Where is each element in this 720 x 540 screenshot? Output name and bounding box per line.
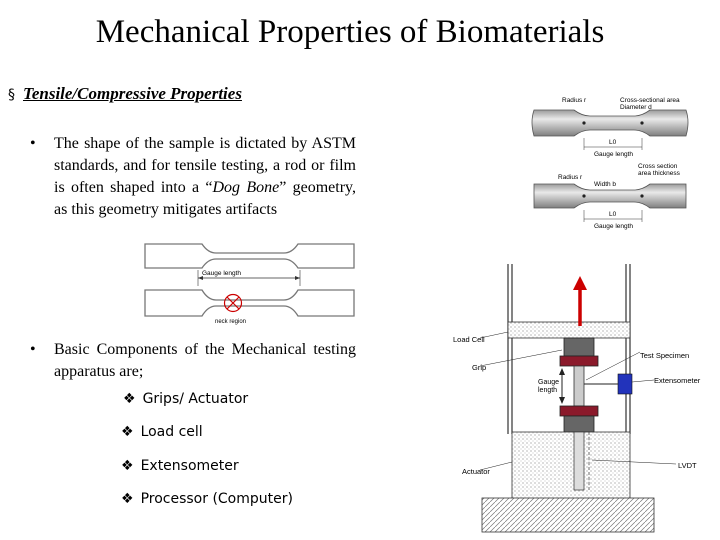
section-title: Tensile/Compressive Properties	[23, 84, 242, 103]
diamond-bullet-icon: ❖	[121, 424, 134, 440]
test-specimen-label: Test Specimen	[640, 351, 689, 360]
actuator-label: Actuator	[462, 467, 490, 476]
bullet-components: • Basic Components of the Mechanical tes…	[30, 339, 356, 383]
width-label: Width b	[594, 181, 616, 188]
gauge-length-label: Gauge length	[202, 270, 241, 277]
l0-label: L0	[609, 139, 617, 146]
gauge-label: Gauge	[538, 379, 559, 386]
bullet-text-start: The shape of the sample is dictated by A…	[54, 135, 356, 196]
testing-apparatus-diagram: Load Cell Grip Test Specimen Gauge lengt…	[453, 264, 701, 533]
bullet-text-italic: Dog Bone	[212, 179, 280, 196]
length-label: length	[538, 387, 557, 394]
lvdt-label: LVDT	[678, 461, 697, 470]
section-bullet: §	[8, 87, 15, 103]
bullet-dog-bone: • The shape of the sample is dictated by…	[30, 133, 356, 221]
bullet-marker: •	[30, 341, 36, 358]
tensile-specimen-diagram: Radius r Cross-sectional area Diameter d…	[531, 97, 689, 230]
grip-label: Grip	[472, 363, 486, 372]
load-cell-label: Load Cell	[453, 335, 485, 344]
l0-label: L0	[609, 211, 617, 218]
radius-label: Radius r	[558, 174, 583, 181]
component-item: ❖Extensometer	[121, 458, 239, 474]
component-item: ❖Load cell	[121, 424, 203, 440]
diamond-bullet-icon: ❖	[121, 491, 134, 507]
diameter-label: Diameter d	[620, 104, 652, 111]
component-item: ❖Processor (Computer)	[121, 491, 293, 507]
thickness-label: area thickness	[638, 170, 681, 177]
gauge-length-label: Gauge length	[594, 223, 633, 230]
neck-region-label: neck region	[215, 319, 246, 325]
component-item: ❖Grips/ Actuator	[123, 391, 249, 407]
diamond-bullet-icon: ❖	[123, 391, 136, 407]
diamond-bullet-icon: ❖	[121, 458, 134, 474]
bullet-text: Basic Components of the Mechanical testi…	[54, 341, 356, 380]
radius-label: Radius r	[562, 97, 587, 104]
section-heading: § Tensile/Compressive Properties	[8, 84, 242, 104]
bullet-text-end: ” geometry, as this geometry mitigates a…	[54, 179, 356, 218]
dog-bone-diagram: Gauge length neck region	[144, 243, 355, 325]
slide-title: Mechanical Properties of Biomaterials	[95, 14, 605, 50]
bullet-marker: •	[30, 135, 36, 152]
gauge-length-label: Gauge length	[594, 151, 633, 158]
cross-section-label: Cross-sectional area	[620, 97, 680, 104]
extensometer-label: Extensometer	[654, 376, 701, 385]
cross-section-label: Cross section	[638, 163, 678, 170]
